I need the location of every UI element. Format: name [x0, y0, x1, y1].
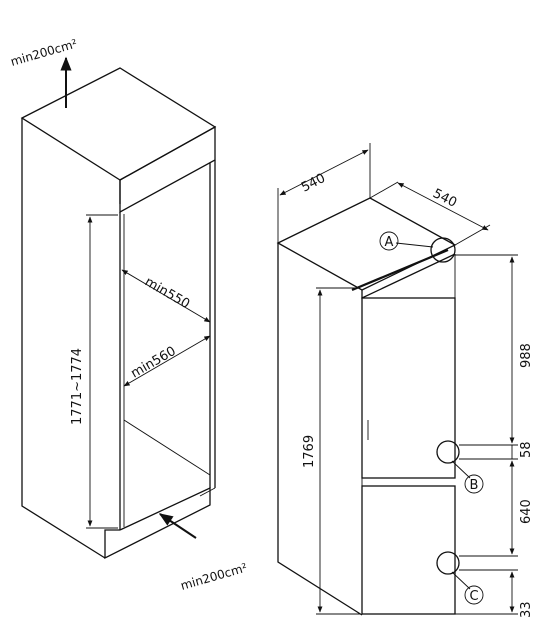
cabinet-height-label: 1771~1774 [70, 348, 85, 425]
fridge-width-label: 540 [299, 171, 328, 196]
callout-c-label: C [469, 589, 478, 604]
depth-top-label: min550 [142, 274, 192, 312]
vent-bottom-arrow [158, 513, 197, 539]
depth-bottom-label: min560 [129, 344, 179, 382]
upper-height-label: 988 [519, 343, 534, 368]
cabinet-plinth [104, 486, 211, 560]
fridge-upper-door [361, 297, 456, 479]
fridge-total-height-label: 1769 [302, 435, 317, 468]
fridge-top-rail [351, 248, 449, 292]
vent-top-label: min200cm² [9, 36, 79, 68]
bottom-label: 33 [519, 601, 534, 618]
cabinet-side-face [21, 118, 106, 559]
hinge-b-circle [436, 440, 460, 464]
cabinet-top-face [20, 67, 217, 181]
callout-b-label: B [470, 478, 479, 493]
fridge-top-face [276, 197, 457, 291]
fridge-side-face [277, 243, 363, 616]
depth-top-dimension-line [121, 269, 211, 323]
cabinet-drawing: min200cm² min200cm² min550 min560 1771~1… [9, 36, 249, 592]
cabinet-front-board [119, 125, 216, 214]
hinge-a-circle [430, 237, 456, 263]
hinge-c-circle [436, 551, 460, 575]
fridge-drawing: A B C 540 540 1769 988 58 [276, 143, 534, 618]
fridge-depth-dimension-line [397, 182, 489, 231]
callout-a-label: A [385, 235, 394, 250]
vent-bottom-label: min200cm² [179, 560, 249, 592]
fridge-lower-door [361, 485, 456, 615]
gap-label: 58 [519, 441, 534, 458]
fridge-width-dimension-line [279, 149, 369, 196]
depth-bottom-dimension-line [123, 335, 211, 387]
lower-height-label: 640 [519, 499, 534, 524]
